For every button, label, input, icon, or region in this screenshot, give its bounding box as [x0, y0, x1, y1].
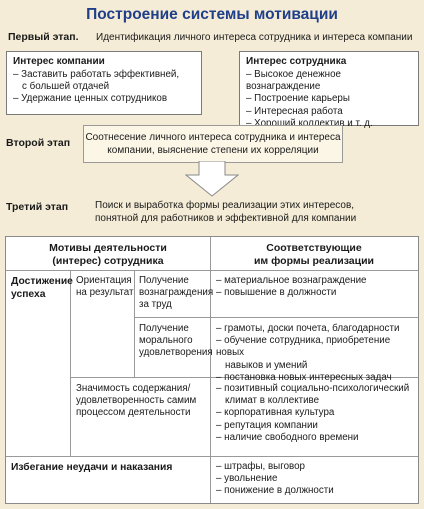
list-item: – Построение карьеры	[246, 93, 350, 105]
success-line2: успеха	[11, 289, 46, 300]
list-item: – Хороший коллектив и т. д.	[246, 117, 373, 129]
reward-forms-list: – материальное вознаграждение – повышени…	[216, 275, 367, 299]
divider	[70, 270, 71, 456]
header-motives: Мотивы деятельности (интерес) сотрудника	[6, 242, 210, 268]
header-motives-line1: Мотивы деятельности	[49, 242, 167, 254]
list-item: – Заставить работать эффективней,	[13, 69, 180, 80]
list-item: – повышение в должности	[216, 287, 337, 299]
motives-table: Мотивы деятельности (интерес) сотрудника…	[5, 236, 419, 504]
reward-line2: вознаграждения	[139, 287, 214, 299]
success-label: Достижение успеха	[11, 275, 73, 301]
list-item: с большей отдачей	[22, 81, 110, 93]
list-item: – материальное вознаграждение	[216, 275, 367, 286]
meaning-line2: удовлетворенность самим	[76, 395, 197, 407]
list-item: – Удержание ценных сотрудников	[13, 93, 168, 105]
list-item: – обучение сотрудника, приобретение новы…	[216, 335, 391, 359]
header-forms-line1: Соответствующие	[266, 242, 362, 254]
list-item: навыков и умений	[225, 359, 308, 371]
stage1-text: Идентификация личного интереса сотрудник…	[96, 32, 413, 43]
stage1-label: Первый этап.	[8, 31, 79, 43]
down-arrow-icon	[185, 161, 239, 197]
page-title: Построение системы мотивации	[86, 6, 338, 23]
list-item: – понижение в должности	[216, 485, 334, 497]
stage3-line2: понятной для работников и эффективной дл…	[95, 212, 357, 224]
reward-label: Получение вознаграждения за труд	[139, 275, 213, 312]
list-item: – репутация компании	[216, 419, 318, 431]
stage2-line2: компании, выяснение степени их корреляци…	[107, 145, 319, 156]
list-item: – увольнение	[216, 473, 278, 485]
orientation-line1: Ориентация	[76, 275, 132, 286]
list-item: – Интересная работа	[246, 105, 343, 117]
list-item: – грамоты, доски почета, благодарности	[216, 323, 400, 334]
stage3-text: Поиск и выработка формы реализации этих …	[95, 200, 356, 225]
avoid-forms-list: – штрафы, выговор – увольнение – понижен…	[216, 461, 334, 498]
company-interest-box: Интерес компании – Заставить работать эф…	[6, 51, 202, 115]
moral-line2: морального	[139, 335, 193, 347]
orientation-line2: на результат	[76, 287, 134, 299]
meaning-line1: Значимость содержания/	[76, 383, 191, 394]
divider	[134, 317, 418, 318]
stage3-label: Третий этап	[6, 201, 69, 213]
list-item: – корпоративная культура	[216, 407, 335, 419]
employee-interest-box: Интерес сотрудника – Высокое денежное во…	[239, 51, 419, 129]
header-forms: Соответствующие им формы реализации	[210, 242, 418, 268]
moral-label: Получение морального удовлетворения	[139, 323, 213, 360]
success-line1: Достижение	[11, 276, 73, 287]
moral-forms-list: – грамоты, доски почета, благодарности –…	[216, 323, 418, 384]
list-item: – постановка новых интересных задач	[216, 371, 392, 383]
moral-line3: удовлетворения	[139, 347, 213, 359]
avoid-label: Избегание неудачи и наказания	[11, 462, 173, 473]
moral-line1: Получение	[139, 323, 189, 334]
divider	[6, 456, 418, 457]
list-item: – штрафы, выговор	[216, 461, 306, 472]
divider	[70, 377, 418, 378]
meaning-label: Значимость содержания/ удовлетворенность…	[76, 383, 196, 420]
list-item: климат в коллективе	[225, 395, 320, 407]
stage2-box: Соотнесение личного интереса сотрудника …	[83, 125, 343, 163]
list-item: – Высокое денежное вознаграждение	[246, 69, 341, 93]
orientation-label: Ориентация на результат	[76, 275, 133, 299]
reward-line1: Получение	[139, 275, 189, 286]
stage3-line1: Поиск и выработка формы реализации этих …	[95, 200, 355, 211]
company-interest-list: – Заставить работать эффективней, с боль…	[13, 69, 195, 106]
divider	[210, 237, 211, 503]
divider	[6, 270, 418, 271]
employee-interest-list: – Высокое денежное вознаграждение – Пост…	[246, 69, 412, 130]
meaning-forms-list: – позитивный социально-психологический к…	[216, 383, 409, 444]
stage2-label: Второй этап	[6, 137, 71, 149]
employee-interest-heading: Интерес сотрудника	[246, 56, 347, 67]
meaning-line3: процессом деятельности	[76, 407, 191, 419]
list-item: – наличие свободного времени	[216, 431, 359, 443]
list-item: – позитивный социально-психологический	[216, 383, 410, 394]
header-motives-line2: (интерес) сотрудника	[52, 255, 164, 267]
company-interest-heading: Интерес компании	[13, 56, 105, 67]
divider	[134, 270, 135, 377]
reward-line3: за труд	[139, 299, 172, 311]
stage2-line1: Соотнесение личного интереса сотрудника …	[85, 132, 341, 143]
header-forms-line2: им формы реализации	[253, 255, 375, 267]
